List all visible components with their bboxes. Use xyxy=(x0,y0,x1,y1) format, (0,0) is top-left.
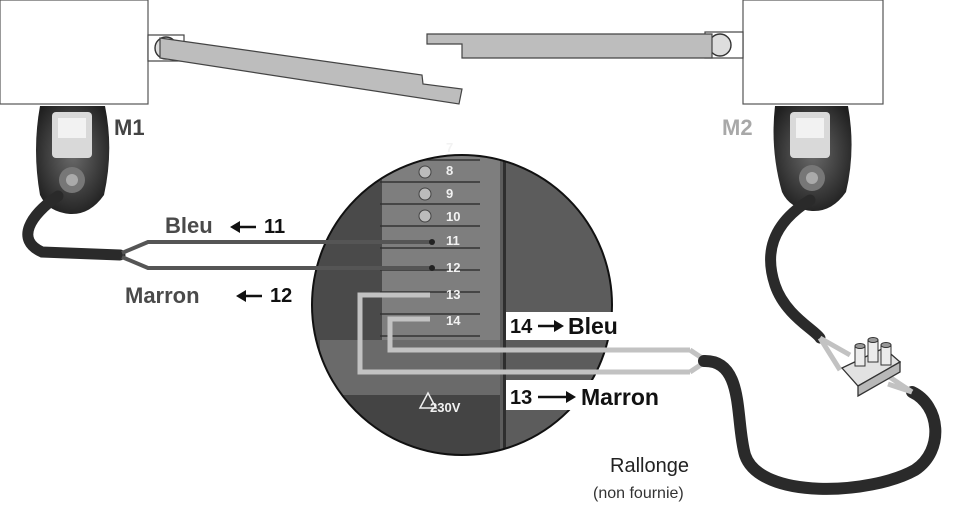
left-gate-leaf xyxy=(159,37,463,105)
terminal-number-10: 10 xyxy=(446,209,460,224)
arrow-left-icon xyxy=(230,221,256,233)
m1-brown-label: Marron xyxy=(125,283,200,308)
m1-brown-wire xyxy=(121,255,432,270)
left-pillar xyxy=(0,0,149,105)
m2-brown-wire xyxy=(357,292,690,375)
voltage-label: 230V xyxy=(430,400,461,415)
extension-title: Rallonge xyxy=(610,455,689,477)
motor-m1-label: M1 xyxy=(114,115,145,140)
m1-cable xyxy=(22,190,126,261)
m2-cable xyxy=(765,194,826,344)
terminal-number-14: 14 xyxy=(446,313,461,328)
m1-blue-terminal: 11 xyxy=(264,216,285,238)
terminal-number-8: 8 xyxy=(446,163,453,178)
motor-m2-label: M2 xyxy=(722,115,753,140)
terminal-number-11: 11 xyxy=(446,233,460,248)
extension-note: (non fournie) xyxy=(593,485,684,502)
m2-blue-terminal: 14 xyxy=(510,316,533,338)
terminal-connector xyxy=(840,337,902,398)
m1-brown-terminal: 12 xyxy=(270,285,292,307)
arrow-left-icon xyxy=(236,290,262,302)
terminal-number-13: 13 xyxy=(446,287,460,302)
terminal-number-9: 9 xyxy=(446,186,453,201)
terminal-number-12: 12 xyxy=(446,260,460,275)
right-pillar xyxy=(742,0,884,105)
m2-blue-wire xyxy=(387,316,690,353)
m2-brown-label: Marron xyxy=(581,384,659,410)
arrow-right-icon xyxy=(538,391,576,403)
m2-brown-terminal: 13 xyxy=(510,387,532,409)
extension-cable xyxy=(698,354,942,495)
m2-blue-label: Bleu xyxy=(568,313,618,339)
motor-m1 xyxy=(36,106,110,215)
right-gate-leaf xyxy=(426,33,713,59)
m1-blue-label: Bleu xyxy=(165,213,213,238)
terminal-number-7: 7 xyxy=(446,140,453,155)
warning-icon xyxy=(418,391,438,409)
arrow-right-icon xyxy=(538,320,564,332)
motor-m2 xyxy=(773,106,852,212)
terminal-screws xyxy=(418,155,432,223)
m1-blue-wire xyxy=(121,240,432,255)
